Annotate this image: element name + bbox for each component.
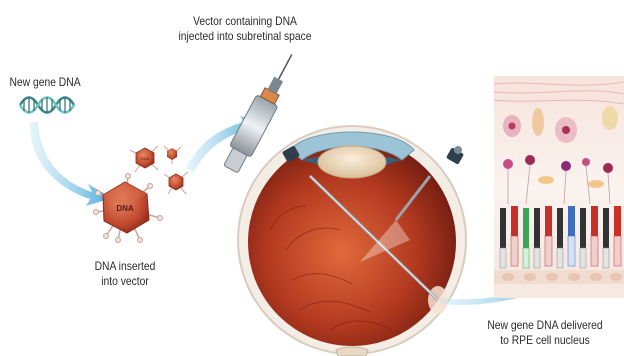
label-delivered-rpe: New gene DNA delivered to RPE cell nucle… (481, 318, 610, 348)
vector-dna-label: DNA (116, 204, 134, 213)
optic-nerve-icon (336, 347, 368, 356)
label-vector-injected: Vector containing DNA injected into subr… (163, 14, 326, 44)
label-dna-inserted-line2: into vector (78, 274, 173, 289)
dna-helix-icon (20, 97, 74, 113)
vector-particle-large: DNA (94, 174, 163, 243)
vector-dna-label-small: DNA (141, 156, 150, 161)
retina-cross-section (494, 76, 624, 298)
label-delivered-line2: to RPE cell nucleus (481, 333, 610, 348)
eye-cross-section (238, 126, 466, 356)
label-delivered-line1: New gene DNA delivered (481, 318, 610, 333)
lens-icon (318, 146, 386, 178)
label-vector-line2: injected into subretinal space (163, 29, 326, 44)
label-new-gene-dna: New gene DNA (9, 75, 76, 90)
label-dna-inserted-line1: DNA inserted (78, 259, 173, 274)
vector-particle-small-2 (164, 146, 181, 164)
vector-particle-small-3 (164, 172, 188, 194)
label-new-gene-text: New gene DNA (9, 75, 76, 90)
vector-particle-small-1: DNA (130, 146, 158, 172)
label-vector-line1: Vector containing DNA (163, 14, 326, 29)
label-dna-inserted: DNA inserted into vector (78, 259, 173, 289)
